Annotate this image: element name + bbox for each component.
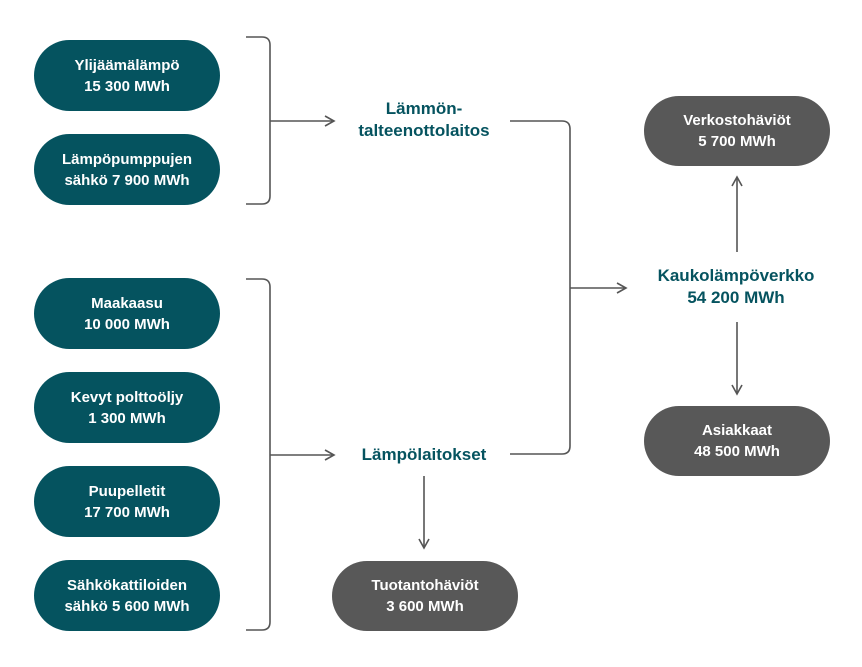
network-losses-value: 5 700 MWh <box>698 133 776 150</box>
source-electric-boiler-electricity: Sähkökattiloiden sähkö 5 600 MWh <box>34 560 220 631</box>
source-light-fuel-oil: Kevyt polttoöljy 1 300 MWh <box>34 372 220 443</box>
recovery-plant-line2: talteenottolaitos <box>358 121 490 140</box>
district-heating-network-name: Kaukolämpöverkko <box>657 266 815 285</box>
recovery-plant-label: Lämmön- talteenottolaitos <box>340 98 508 142</box>
source-light-fuel-oil-name: Kevyt polttoöljy <box>70 388 184 406</box>
source-natural-gas-name: Maakaasu <box>91 294 163 312</box>
bracket-bottom <box>246 278 271 631</box>
network-losses-name: Verkostohäviöt <box>683 112 791 129</box>
source-wood-pellets-name: Puupelletit <box>88 482 166 500</box>
source-wood-pellets: Puupelletit 17 700 MWh <box>34 466 220 537</box>
customers-value: 48 500 MWh <box>694 443 780 460</box>
bracket-merge <box>510 120 571 455</box>
district-heating-network-value: 54 200 MWh <box>687 288 785 307</box>
source-wood-pellets-value: 17 700 MWh <box>84 503 170 521</box>
source-surplus-heat-name: Ylijäämälämpö <box>74 56 180 74</box>
recovery-plant-line1: Lämmön- <box>385 99 463 118</box>
district-heating-network-label: Kaukolämpöverkko 54 200 MWh <box>636 265 836 309</box>
source-electric-boiler-electricity-name: Sähkökattiloiden <box>66 576 188 594</box>
source-heat-pump-electricity-name: Lämpöpumppujen <box>62 150 192 168</box>
heat-plants-text: Lämpölaitokset <box>361 445 487 464</box>
heat-plants-label: Lämpölaitokset <box>340 444 508 466</box>
source-natural-gas-value: 10 000 MWh <box>84 315 170 333</box>
production-losses-node: Tuotantohäviöt 3 600 MWh <box>332 561 518 631</box>
source-surplus-heat-value: 15 300 MWh <box>84 77 170 95</box>
bracket-top <box>246 36 271 205</box>
production-losses-name: Tuotantohäviöt <box>371 577 479 594</box>
customers-node: Asiakkaat 48 500 MWh <box>644 406 830 476</box>
production-losses-value: 3 600 MWh <box>386 598 464 615</box>
source-surplus-heat: Ylijäämälämpö 15 300 MWh <box>34 40 220 111</box>
source-light-fuel-oil-value: 1 300 MWh <box>88 409 166 427</box>
source-heat-pump-electricity-value: sähkö 7 900 MWh <box>64 171 190 189</box>
source-heat-pump-electricity: Lämpöpumppujen sähkö 7 900 MWh <box>34 134 220 205</box>
network-losses-node: Verkostohäviöt 5 700 MWh <box>644 96 830 166</box>
source-electric-boiler-electricity-value: sähkö 5 600 MWh <box>64 597 190 615</box>
customers-name: Asiakkaat <box>701 422 773 439</box>
source-natural-gas: Maakaasu 10 000 MWh <box>34 278 220 349</box>
